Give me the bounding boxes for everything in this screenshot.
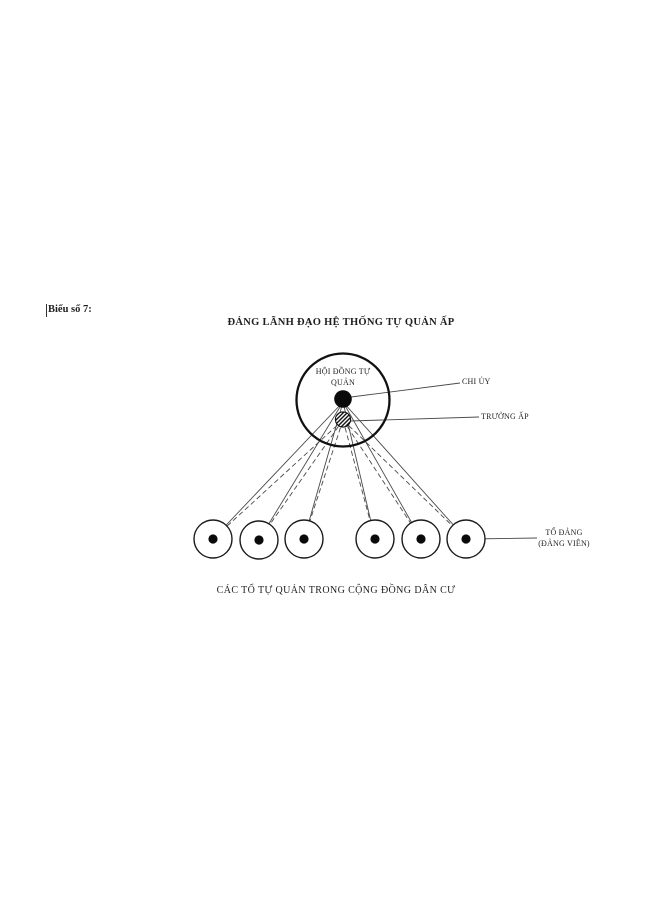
diagram-caption: CÁC TỔ TỰ QUẢN TRONG CỘNG ĐỒNG DÂN CƯ — [216, 585, 456, 596]
dashed-link-line — [342, 419, 376, 540]
solid-link-line — [212, 401, 344, 540]
group-dot — [461, 534, 471, 544]
group-dot — [370, 534, 380, 544]
to-dang-label-line1: TỔ ĐẢNG — [545, 528, 583, 537]
dashed-link-line — [303, 419, 344, 540]
chi-uy-dot — [334, 390, 352, 408]
solid-link-line — [342, 401, 467, 540]
hub-label-line2: QUẢN — [331, 378, 355, 388]
group-dot — [254, 535, 264, 545]
group-dot — [208, 534, 218, 544]
hub-label-line1: HỘI ĐỒNG TỰ — [315, 367, 371, 376]
dashed-link-line — [212, 419, 344, 540]
truong-ap-label: TRƯỞNG ẤP — [481, 412, 529, 421]
dashed-link-line — [258, 419, 344, 541]
chi-uy-label: CHI ỦY — [462, 377, 491, 386]
hub-circle — [295, 352, 391, 448]
group-dot — [299, 534, 309, 544]
truong-ap-dot — [334, 411, 352, 428]
hub-label: HỘI ĐỒNG TỰ QUẢN — [301, 366, 385, 388]
solid-link-line — [303, 401, 344, 540]
chi-uy-leader-line — [350, 382, 461, 398]
figure-label: Biểu số 7: — [48, 304, 92, 315]
dashed-links — [212, 419, 467, 541]
diagram-title: ĐẢNG LÃNH ĐẠO HỆ THỐNG TỰ QUẢN ẤP — [227, 317, 455, 328]
group-dot — [416, 534, 426, 544]
to-dang-label: TỔ ĐẢNG (ĐẢNG VIÊN) — [525, 527, 603, 549]
dashed-link-line — [342, 419, 467, 540]
to-dang-label-line2: (ĐẢNG VIÊN) — [538, 539, 590, 549]
truong-ap-leader-line — [349, 416, 480, 422]
solid-link-line — [258, 401, 344, 541]
stray-scan-mark — [46, 304, 47, 317]
solid-link-line — [342, 401, 422, 540]
group-circles — [193, 519, 486, 560]
